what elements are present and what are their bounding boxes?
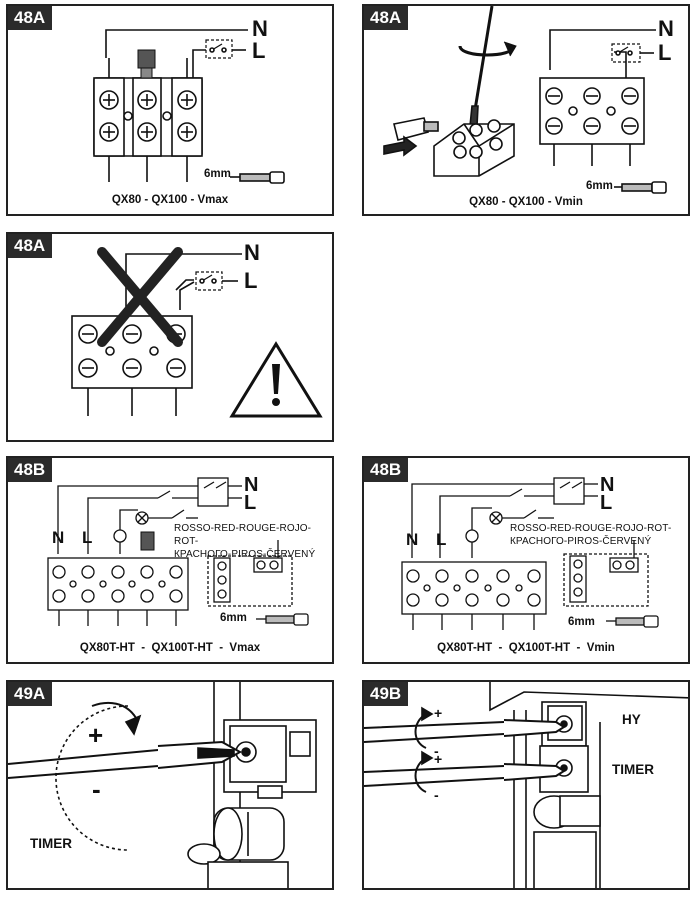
wire-color-line-1: ROSSO-RED-ROUGE-ROJO-ROT- xyxy=(174,523,312,547)
panel-caption: QX80T-HT - QX100T-HT - Vmin xyxy=(437,642,615,654)
live-label: L xyxy=(244,492,257,514)
cross-icon xyxy=(97,247,183,347)
terminal-block-diagram xyxy=(383,6,667,194)
wire-length-label: 6mm xyxy=(220,612,247,624)
wire-color-note: ROSSO-RED-ROUGE-ROJO-ROT- КРАСНОГО-PIROS… xyxy=(174,522,332,561)
panel-48a-vmax: 48A xyxy=(6,4,334,216)
panel-48a-vmin: 48A xyxy=(362,4,690,216)
panel-caption: QX80T-HT - QX100T-HT - Vmax xyxy=(79,642,261,654)
live-label: L xyxy=(244,268,258,293)
plus-label-upper: + xyxy=(434,705,443,721)
panel-48b-vmax: 48B xyxy=(6,456,334,664)
wire-length-label: 6mm xyxy=(568,616,595,628)
panel-caption: QX80 - QX100 - Vmax xyxy=(111,194,229,206)
panel-49a: 49A + - TIMER xyxy=(6,680,334,890)
device-illustration xyxy=(8,682,317,888)
hy-label: HY xyxy=(622,712,641,727)
wire-length-label: 6mm xyxy=(586,180,613,192)
panel-tag: 48A xyxy=(8,234,53,258)
minus-label: - xyxy=(92,774,101,804)
terminal-l-label: L xyxy=(436,530,447,549)
timer-label: TIMER xyxy=(30,836,72,851)
panel-tag: 49A xyxy=(8,682,53,706)
panel-tag: 48B xyxy=(8,458,53,482)
neutral-label: N xyxy=(252,16,268,41)
panel-49b: 49B xyxy=(362,680,690,890)
screwdriver-icon xyxy=(469,6,494,127)
wire-color-line-2: КРАСНОГО-PIROS-ČERVENÝ xyxy=(174,549,316,560)
neutral-label: N xyxy=(658,16,674,41)
terminal-block-diagram xyxy=(93,29,285,184)
wire-color-line-1: ROSSO-RED-ROUGE-ROJO-ROT- xyxy=(510,523,672,534)
neutral-label: N xyxy=(600,474,615,496)
terminal-n-label: N xyxy=(406,530,419,549)
plus-label: + xyxy=(88,720,104,750)
panel-tag: 48B xyxy=(364,458,409,482)
live-label: L xyxy=(252,38,266,63)
terminal-block-diagram xyxy=(47,477,309,626)
terminal-n-label: N xyxy=(52,528,65,547)
plus-label-lower: + xyxy=(434,751,443,767)
panel-48a-wrong: 48A N L xyxy=(6,232,334,442)
panel-tag: 48A xyxy=(8,6,53,30)
minus-label-upper: - xyxy=(434,743,439,759)
wire-color-line-2: КРАСНОГО-PIROS-ČERVENÝ xyxy=(510,536,652,547)
neutral-label: N xyxy=(244,240,260,265)
wire-color-note: ROSSO-RED-ROUGE-ROJO-ROT- КРАСНОГО-PIROS… xyxy=(510,522,671,548)
warning-icon xyxy=(229,341,323,418)
device-illustration xyxy=(364,682,688,888)
panel-caption: QX80 - QX100 - Vmin xyxy=(469,196,583,208)
panel-48b-vmin: 48B N xyxy=(362,456,690,664)
terminal-block-diagram xyxy=(71,247,323,418)
live-label: L xyxy=(600,492,613,514)
panel-tag: 49B xyxy=(364,682,409,706)
timer-label: TIMER xyxy=(612,762,654,777)
terminal-block-diagram xyxy=(401,477,659,630)
minus-label-lower: - xyxy=(434,787,439,803)
wire-length-label: 6mm xyxy=(204,168,231,180)
live-label: L xyxy=(658,40,672,65)
terminal-l-label: L xyxy=(82,528,93,547)
panel-tag: 48A xyxy=(364,6,409,30)
neutral-label: N xyxy=(244,474,259,496)
